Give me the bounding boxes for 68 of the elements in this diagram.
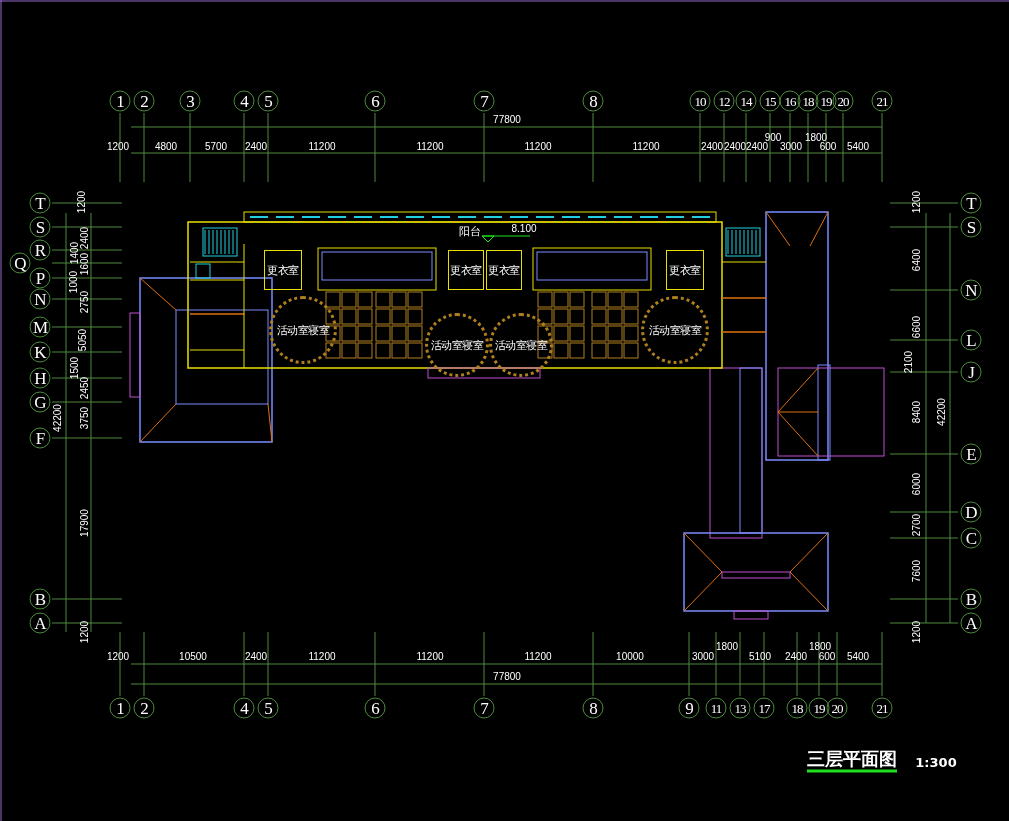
dimension-text: 3000 [779, 142, 803, 152]
dimension-text: 1200 [912, 190, 922, 214]
dimension-text: 2100 [904, 350, 914, 374]
dimension-text: 5700 [204, 142, 228, 152]
dimension-text: 8400 [912, 400, 922, 424]
dimension-text: 2700 [912, 513, 922, 537]
dimension-text: 1200 [106, 652, 130, 662]
dimension-text: 2400 [700, 142, 724, 152]
dimension-text: 10000 [616, 652, 644, 662]
dimension-text: 1800 [808, 642, 832, 652]
room-box: 更衣室 [448, 250, 484, 290]
dimension-text: 6000 [912, 472, 922, 496]
dimension-text: 3750 [80, 406, 90, 430]
dimension-text: 2400 [784, 652, 808, 662]
dimension-text: 2400 [244, 142, 268, 152]
dimension-text: 2750 [80, 290, 90, 314]
dimension-text: 11200 [632, 142, 660, 152]
dimension-text: 11200 [416, 142, 444, 152]
dimension-text: 2450 [80, 376, 90, 400]
room-box: 更衣室 [666, 250, 704, 290]
round-room: 活动室寝室 [269, 296, 337, 364]
room-label: 阳台 [458, 225, 482, 237]
dimension-text: 4800 [154, 142, 178, 152]
dimension-text: 1200 [80, 620, 90, 644]
dimension-text: 900 [764, 133, 782, 143]
dimension-text: 11200 [416, 652, 444, 662]
dimension-text: 2400 [723, 142, 747, 152]
dimension-text: 77800 [493, 115, 521, 125]
dimension-text: 1800 [715, 642, 739, 652]
dimension-text: 600 [819, 142, 837, 152]
dimension-text: 1400 [70, 241, 80, 265]
dimension-text: 5050 [78, 328, 88, 352]
dimension-text: 1500 [70, 356, 80, 380]
scale-text: 1:300 [915, 755, 957, 769]
dimension-text: 5400 [846, 652, 870, 662]
room-box: 更衣室 [486, 250, 522, 290]
dimension-text: 1200 [77, 190, 87, 214]
dimension-text: 7600 [912, 559, 922, 583]
axis-bubble: 7 [473, 90, 495, 112]
dimension-text: 42200 [937, 398, 947, 426]
dimension-text: 600 [818, 652, 836, 662]
drawing-title: 三层平面图 [807, 749, 897, 773]
room-box: 更衣室 [264, 250, 302, 290]
dimension-text: 77800 [493, 672, 521, 682]
dimension-text: 5100 [748, 652, 772, 662]
dimension-text: 6600 [912, 315, 922, 339]
dimension-text: 11200 [524, 652, 552, 662]
dimension-text: 1200 [106, 142, 130, 152]
dimension-text: 17900 [80, 509, 90, 537]
dimension-text: 2400 [745, 142, 769, 152]
dimension-text: 3000 [691, 652, 715, 662]
dimension-text: 42200 [53, 404, 63, 432]
elevation-mark: 8.100 [511, 224, 537, 234]
round-room: 活动室寝室 [425, 313, 489, 377]
dimension-text: 1600 [80, 252, 90, 276]
round-room: 活动室寝室 [489, 313, 553, 377]
dimension-text: 2400 [80, 226, 90, 250]
dimension-text: 11200 [308, 142, 336, 152]
dimension-text: 11200 [524, 142, 552, 152]
dimension-text: 2400 [244, 652, 268, 662]
dimension-text: 5400 [846, 142, 870, 152]
dimension-text: 1000 [69, 270, 79, 294]
dimension-text: 1800 [804, 133, 828, 143]
round-room: 活动室寝室 [641, 296, 709, 364]
dimension-text: 1200 [912, 620, 922, 644]
dimension-text: 10500 [179, 652, 207, 662]
dimension-text: 6400 [912, 248, 922, 272]
dimension-text: 11200 [308, 652, 336, 662]
